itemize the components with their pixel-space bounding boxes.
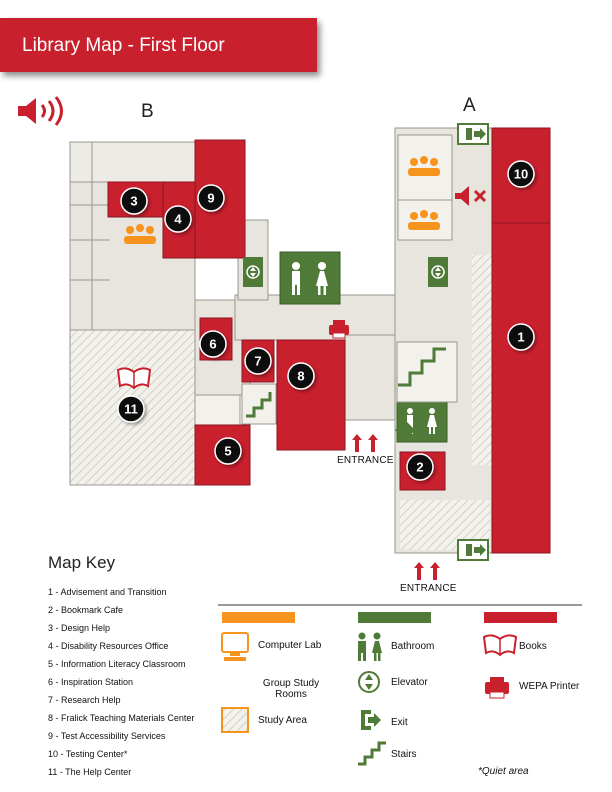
room-marker-6[interactable]: 6: [199, 330, 227, 358]
room-marker-number: 11: [124, 402, 138, 417]
elevator-a[interactable]: [428, 257, 448, 287]
legend-quiet-note: *Quiet area: [478, 766, 529, 777]
room-marker-number: 8: [297, 369, 304, 384]
room-marker-number: 1: [517, 330, 524, 345]
room-marker-number: 10: [514, 167, 528, 182]
key-item: 4 - Disability Resources Office: [48, 641, 169, 651]
entrance-lower-label: ENTRANCE: [400, 583, 457, 594]
key-item: 10 - Testing Center*: [48, 749, 128, 759]
room-marker-number: 3: [130, 194, 137, 209]
legend-bar-green: [358, 612, 431, 623]
legend-printer: WEPA Printer: [519, 681, 580, 692]
legend-elevator: Elevator: [391, 677, 428, 688]
room-marker-circle: [287, 362, 315, 390]
legend-bar-orange: [222, 612, 295, 623]
page-title: Library Map - First Floor: [22, 35, 225, 56]
room-marker-7[interactable]: 7: [244, 347, 272, 375]
room-markers: 1 2 3 4 5 6 7 8 9 10 11: [117, 160, 535, 481]
key-item: 5 - Information Literacy Classroom: [48, 659, 186, 669]
key-item: 3 - Design Help: [48, 623, 111, 633]
room-marker-circle: [117, 395, 145, 423]
legend-study-area: Study Area: [258, 715, 307, 726]
central-room: [344, 334, 396, 421]
bathroom-central[interactable]: [279, 251, 341, 305]
stairs-wing-a[interactable]: [396, 341, 458, 403]
room-marker-circle: [406, 453, 434, 481]
speaker-sound-icon[interactable]: [16, 96, 76, 126]
printer-icon: [329, 320, 349, 339]
exit-top[interactable]: [457, 123, 489, 145]
key-item: 2 - Bookmark Cafe: [48, 605, 124, 615]
legend-group-study: Group Study Rooms: [262, 678, 320, 700]
room-marker-circle: [197, 184, 225, 212]
legend-computer-lab: Computer Lab: [258, 640, 322, 651]
stairs-central[interactable]: [241, 383, 277, 425]
group-study-icon: [124, 224, 156, 244]
computer-lab-icon: [221, 632, 249, 661]
elevator-legend-icon: [358, 671, 380, 693]
stairs-landing-a: [395, 420, 415, 442]
books-legend-icon: [482, 634, 518, 657]
room-marker-11[interactable]: 11: [117, 395, 145, 423]
room-marker-number: 9: [207, 191, 214, 206]
legend-stairs: Stairs: [391, 749, 417, 760]
room-marker-circle: [507, 160, 535, 188]
room-marker-circle: [244, 347, 272, 375]
entrance-arrows-lower: [414, 562, 440, 580]
map-key-title: Map Key: [48, 553, 116, 572]
legend-exit: Exit: [391, 717, 408, 728]
key-item: 6 - Inspiration Station: [48, 677, 134, 687]
key-item: 11 - The Help Center: [48, 767, 132, 777]
study-rooms-b: [194, 394, 241, 426]
room-marker-8[interactable]: 8: [287, 362, 315, 390]
legend-bathroom: Bathroom: [391, 641, 435, 652]
room-marker-number: 7: [254, 354, 261, 369]
study-area-swatch: [221, 707, 249, 733]
room-marker-circle: [199, 330, 227, 358]
legend-bar-red: [484, 612, 557, 623]
wing-a-label: A: [463, 95, 476, 116]
exit-bottom[interactable]: [457, 539, 489, 561]
entrance-main-label: ENTRANCE: [337, 455, 394, 466]
room-marker-circle: [120, 187, 148, 215]
room-marker-number: 5: [224, 444, 231, 459]
exit-legend-icon: [361, 710, 381, 730]
key-item: 7 - Research Help: [48, 695, 121, 705]
printer-legend-icon: [485, 677, 509, 699]
entrance-arrows-main: [352, 434, 378, 452]
room-marker-number: 2: [416, 460, 423, 475]
book-stacks: [107, 127, 551, 554]
map-key-list: 1 - Advisement and Transition 2 - Bookma…: [48, 585, 194, 783]
group-study-icon: [408, 156, 440, 176]
key-item: 1 - Advisement and Transition: [48, 587, 167, 597]
room-marker-10[interactable]: 10: [507, 160, 535, 188]
open-book-icon: [116, 367, 152, 390]
room-marker-2[interactable]: 2: [406, 453, 434, 481]
room-marker-5[interactable]: 5: [214, 437, 242, 465]
room-marker-4[interactable]: 4: [164, 205, 192, 233]
key-item: 9 - Test Accessibility Services: [48, 731, 166, 741]
group-study-icon: [408, 210, 440, 230]
speaker-muted-icon: [455, 186, 487, 206]
room-marker-circle: [214, 437, 242, 465]
title-banner: Library Map - First Floor: [0, 18, 317, 72]
room-marker-circle: [164, 205, 192, 233]
room-marker-circle: [507, 323, 535, 351]
key-item: 8 - Fralick Teaching Materials Center: [48, 713, 195, 723]
stairs-legend-icon: [358, 741, 386, 766]
bathroom-legend-icon: [358, 632, 382, 661]
room-marker-number: 4: [174, 212, 182, 227]
room-marker-9[interactable]: 9: [197, 184, 225, 212]
room-marker-1[interactable]: 1: [507, 323, 535, 351]
room-marker-number: 6: [209, 337, 216, 352]
elevator-b[interactable]: [243, 257, 263, 287]
legend-books: Books: [519, 641, 547, 652]
room-marker-3[interactable]: 3: [120, 187, 148, 215]
wing-b-label: B: [141, 101, 154, 122]
